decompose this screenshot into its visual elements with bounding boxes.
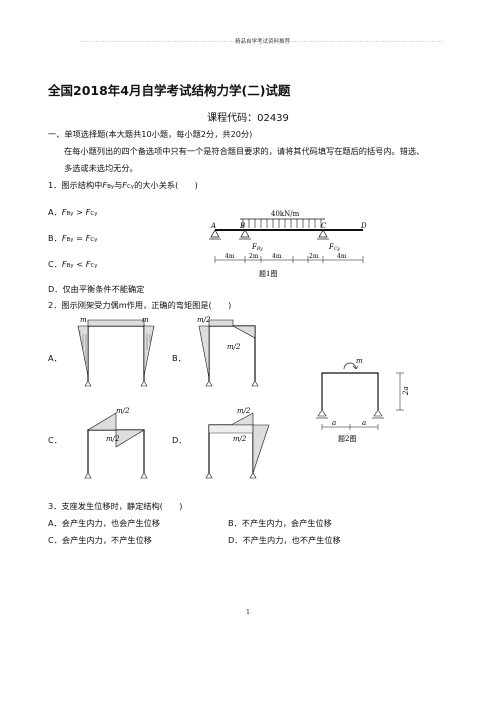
figure-2-frame: m 2a a a 题2图 [316, 357, 410, 443]
svg-text:FCy: FCy [328, 243, 340, 252]
svg-text:2a: 2a [402, 386, 410, 396]
q1-option-a: A．FBy > FCy [48, 207, 98, 217]
svg-text:2m: 2m [249, 253, 259, 260]
svg-text:m/2: m/2 [227, 343, 241, 351]
svg-text:m/2: m/2 [197, 316, 211, 324]
svg-text:FBy: FBy [251, 243, 263, 252]
question-3: 3．支座发生位移时，静定结构( ) [48, 501, 183, 511]
section-heading: 一、单项选择题(本大题共10小题，每小题2分，共20分) [48, 129, 253, 139]
page-header: ········································… [80, 39, 446, 45]
svg-text:a: a [362, 419, 366, 427]
instructions-line-1: 在每小题列出的四个备选项中只有一个是符合题目要求的，请将其代码填写在题后的括号内… [64, 146, 425, 156]
moment-diagram-a: m m [77, 316, 155, 387]
distributed-load-arrows [242, 219, 322, 228]
moment-diagram-c: m/2 m/2 [84, 407, 148, 479]
moment-diagram-d: m/2 m/2 [205, 407, 270, 479]
instructions-line-2: 多选或未选均无分。 [64, 163, 138, 173]
exam-title: 全国2018年4月自学考试结构力学(二)试题 [48, 83, 291, 98]
svg-text:D: D [360, 222, 367, 230]
q1-option-b: B．FBy = FCy [48, 233, 98, 243]
q2-option-c: C． [48, 435, 62, 445]
svg-text:m: m [80, 316, 87, 324]
q3-option-a: A．会产生内力，也会产生位移 [48, 518, 161, 528]
svg-text:m/2: m/2 [237, 407, 251, 415]
svg-text:m/2: m/2 [233, 435, 247, 443]
figure-2-caption: 题2图 [338, 435, 356, 443]
svg-text:a: a [332, 419, 336, 427]
moment-diagram-b: m/2 m/2 [197, 316, 259, 387]
header-text: 精品自学考试资料推荐 [235, 39, 291, 45]
q2-option-a: A． [48, 353, 62, 363]
q1-option-c: C．FBy < FCy [48, 259, 98, 269]
couple-icon [343, 362, 357, 370]
page-number: 1 [246, 609, 250, 616]
svg-text:m/2: m/2 [106, 435, 120, 443]
figure-1-beam: 40kN/m A B C D FBy FCy 4m 2m 4m 2m 4m 题1… [209, 210, 367, 278]
svg-text:B: B [239, 222, 245, 230]
q3-option-d: D．不产生内力，也不产生位移 [228, 535, 341, 545]
load-label: 40kN/m [271, 210, 300, 218]
svg-text:A: A [210, 222, 216, 230]
svg-text:m: m [356, 357, 363, 365]
q3-option-c: C．会产生内力，不产生位移 [48, 535, 152, 545]
course-code: 课程代码：02439 [207, 113, 289, 124]
q2-option-b: B． [172, 353, 186, 363]
svg-text:4m: 4m [337, 253, 347, 260]
svg-text:m/2: m/2 [116, 407, 130, 415]
q2-option-d: D． [172, 435, 187, 445]
svg-text:C: C [321, 222, 327, 230]
svg-text:2m: 2m [309, 253, 319, 260]
svg-text:m: m [142, 316, 149, 324]
question-1: 1．图示结构中FBy与FCy的大小关系( ) [48, 180, 198, 190]
figure-1-caption: 题1图 [259, 270, 277, 278]
svg-text:4m: 4m [272, 253, 282, 260]
support-icons [209, 229, 329, 240]
q1-option-d: D．仅由平衡条件不能确定 [48, 284, 145, 294]
svg-text:4m: 4m [225, 253, 235, 260]
q3-option-b: B．不产生内力，会产生位移 [228, 518, 332, 528]
question-2: 2．图示刚架受力偶m作用，正确的弯矩图是( ) [48, 300, 232, 310]
